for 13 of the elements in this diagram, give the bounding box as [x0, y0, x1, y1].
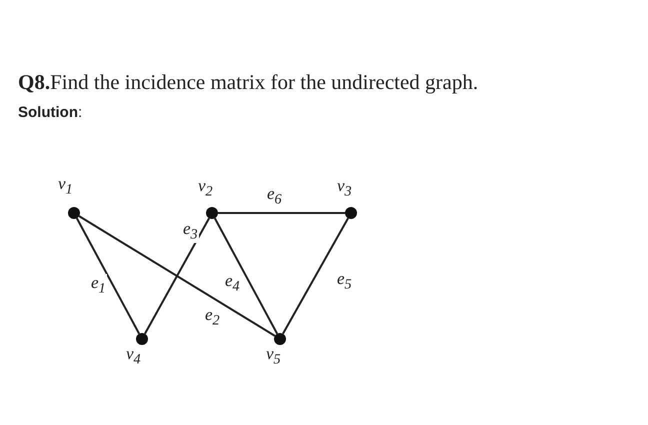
solution-heading: Solution: — [18, 104, 82, 121]
vertex-label: v$_{3}$ — [337, 177, 352, 200]
graph-edge — [76, 218, 140, 334]
graph-edge — [282, 218, 349, 334]
graph-edge — [214, 218, 278, 334]
vertex-label: v$_{4}$ — [126, 345, 141, 368]
vertex-label: v$_{5}$ — [266, 345, 281, 368]
graph-edge — [218, 212, 345, 214]
graph-edge — [144, 218, 210, 334]
vertex-label: v$_{2}$ — [198, 177, 213, 200]
vertex-label: v$_{1}$ — [58, 175, 73, 198]
graph-edge — [78, 215, 276, 337]
question-text: Q8.Find the incidence matrix for the undirected graph. — [18, 70, 478, 95]
